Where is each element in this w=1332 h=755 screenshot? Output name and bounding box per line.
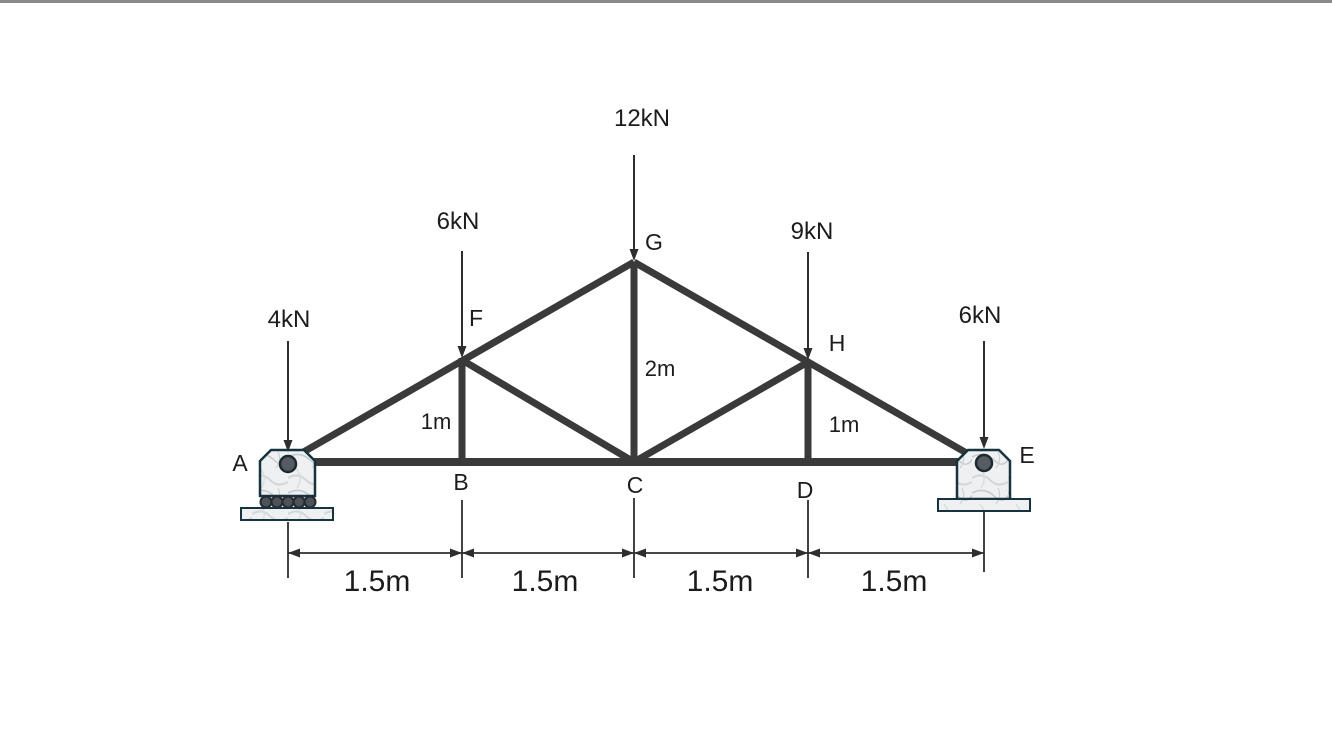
roller-support-icon (240, 448, 334, 521)
height-label-FB: 1m (421, 409, 452, 434)
roller-wheel (303, 495, 317, 509)
load-label-E: 6kN (959, 302, 1002, 329)
roller-wheels-icon (259, 495, 317, 509)
height-label-HD: 1m (829, 412, 860, 437)
dim-arrow-right-D (796, 548, 808, 558)
node-label-D: D (797, 477, 814, 503)
span-label-CD: 1.5m (687, 565, 754, 598)
dim-arrow-right-E (972, 548, 984, 558)
load-label-F: 6kN (437, 208, 480, 235)
dimension-arrowheads (288, 548, 984, 558)
truss-members (291, 258, 979, 466)
load-arrowheads (283, 249, 989, 452)
load-arrowhead-F (457, 346, 467, 358)
member-diagonal-HC (632, 358, 810, 466)
roller-wheel (270, 495, 284, 509)
load-label-A: 4kN (268, 306, 311, 333)
height-label-GC: 2m (645, 356, 676, 381)
span-label-BC: 1.5m (512, 565, 579, 598)
dim-arrow-left-D (808, 548, 820, 558)
load-arrowhead-E (979, 437, 989, 449)
roller-support-base-plate (240, 507, 334, 521)
load-arrowhead-A (283, 440, 293, 452)
node-label-A: A (232, 450, 248, 476)
pin-support-pin-icon (974, 453, 994, 473)
member-diagonal-FC (460, 356, 636, 466)
window-top-border (0, 0, 1332, 3)
node-label-H: H (829, 330, 846, 356)
load-arrowhead-G (629, 249, 639, 261)
span-label-DE: 1.5m (861, 565, 928, 598)
load-arrowhead-H (803, 348, 813, 360)
roller-wheel (292, 495, 306, 509)
dim-arrow-left-B (462, 548, 474, 558)
dim-arrow-right-B (450, 548, 462, 558)
node-label-E: E (1019, 442, 1034, 468)
dim-arrow-left-C (634, 548, 646, 558)
dim-arrow-left-A (288, 548, 300, 558)
roller-support-pin-icon (278, 454, 298, 474)
load-label-H: 9kN (791, 218, 834, 245)
pin-support-base-plate (937, 498, 1031, 512)
node-label-B: B (453, 469, 468, 495)
dim-arrow-right-C (622, 548, 634, 558)
node-label-G: G (645, 229, 663, 255)
pin-support-icon (937, 448, 1031, 512)
node-label-F: F (469, 305, 483, 331)
span-label-AB: 1.5m (344, 565, 411, 598)
node-label-C: C (627, 472, 644, 498)
load-label-G: 12kN (614, 105, 670, 132)
load-arrows (287, 155, 985, 442)
roller-wheel (281, 495, 295, 509)
roller-wheel (259, 495, 273, 509)
